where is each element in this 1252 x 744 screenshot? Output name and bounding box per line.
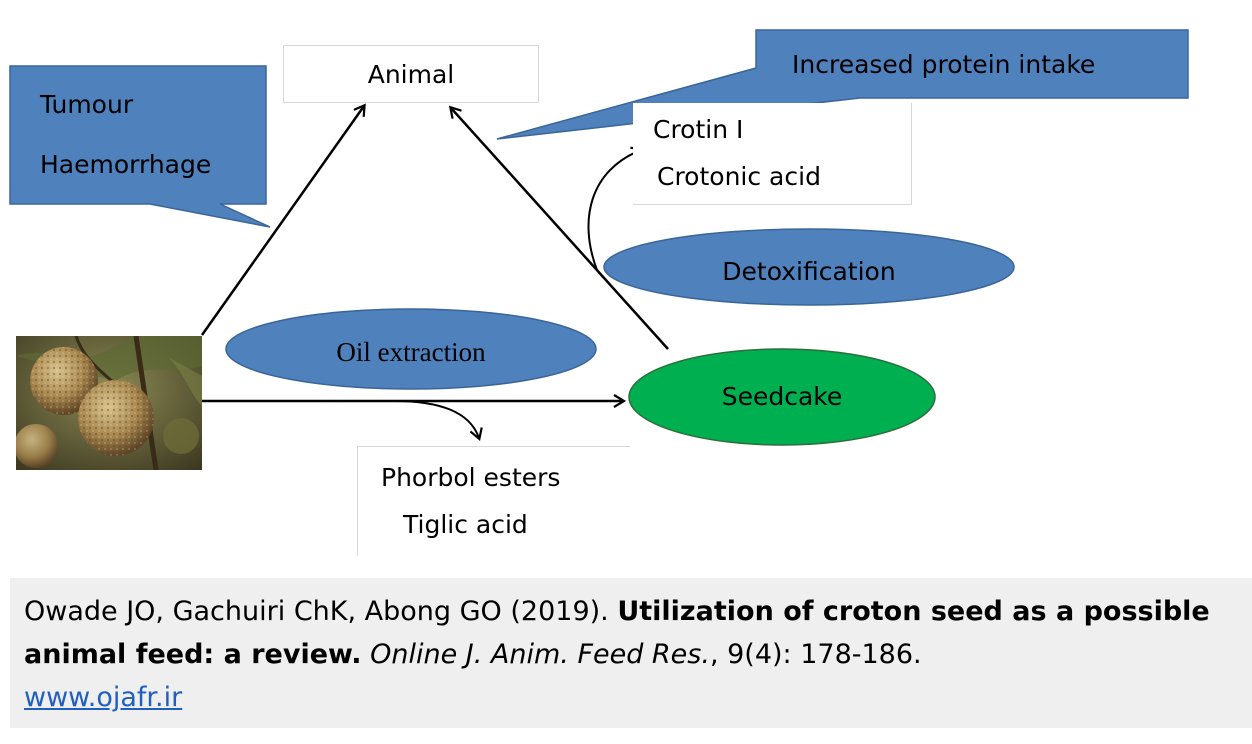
tumour-callout-shape <box>9 65 271 228</box>
crotin-label: Crotin I <box>653 115 744 144</box>
citation-details: , 9(4): 178-186. <box>709 639 922 670</box>
seedcake-to-animal-arrow <box>448 105 669 350</box>
croton-seed-image <box>16 336 202 470</box>
seedcake-ellipse <box>628 348 936 446</box>
tiglic-acid-label: Tiglic acid <box>403 510 528 539</box>
crotonic-acid-label: Crotonic acid <box>657 162 821 191</box>
tumour-text: Tumour <box>40 90 134 119</box>
citation-authors: Owade JO, Gachuiri ChK, Abong GO (2019). <box>24 596 618 627</box>
phorbol-node: Phorbol esters Tiglic acid <box>357 446 630 556</box>
citation-block: Owade JO, Gachuiri ChK, Abong GO (2019).… <box>10 578 1252 728</box>
seedcake-text: Seedcake <box>721 382 843 411</box>
citation-title: Utilization of croton seed as a possible… <box>24 596 1210 670</box>
oil-extraction-ellipse <box>225 308 597 390</box>
to-phorbol-curved-arrow <box>387 399 483 441</box>
detoxification-ellipse <box>603 228 1015 306</box>
animal-node: Animal <box>283 45 539 103</box>
to-crotin-curved-arrow <box>587 146 644 271</box>
protein-intake-text: Increased protein intake <box>792 50 1096 79</box>
oil-extraction-text: Oil extraction <box>336 337 486 367</box>
citation-url-link[interactable]: www.ojafr.ir <box>24 682 183 713</box>
citation-journal: Online J. Anim. Feed Res. <box>370 639 710 670</box>
seed-to-animal-arrow <box>200 103 366 336</box>
crotin-node: Crotin I Crotonic acid <box>633 103 912 205</box>
phorbol-esters-label: Phorbol esters <box>381 463 561 492</box>
animal-label: Animal <box>367 59 455 89</box>
detoxification-text: Detoxification <box>722 257 896 286</box>
haemorrhage-text: Haemorrhage <box>40 150 212 179</box>
